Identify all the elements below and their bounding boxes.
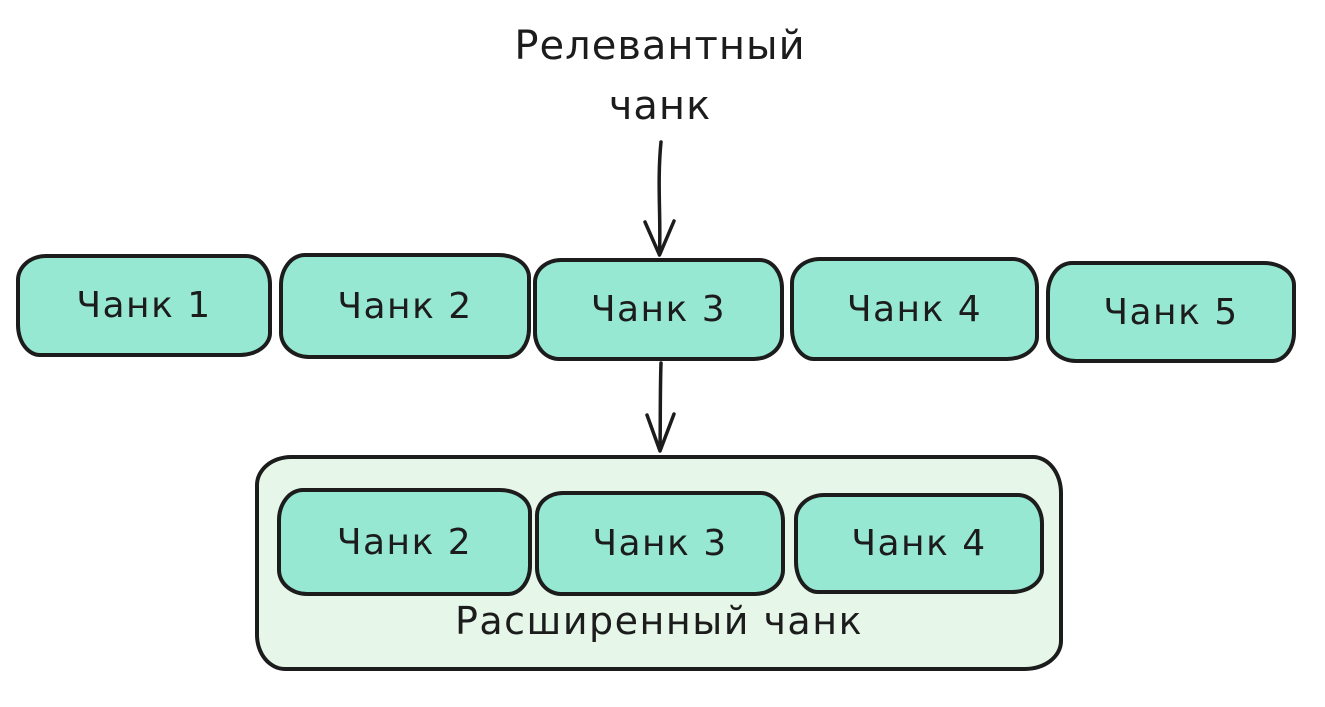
expanded-chunk-box-4: Чанк 4: [794, 493, 1044, 594]
relevant-chunk-label: Релевантный чанк: [460, 16, 860, 136]
relevant-chunk-label-line1: Релевантный: [514, 23, 806, 69]
expanded-chunk-box-2-label: Чанк 2: [336, 521, 473, 563]
chunk-box-5-label: Чанк 5: [1103, 291, 1239, 333]
chunk-box-1-label: Чанк 1: [76, 285, 212, 326]
arrow-shaft: [657, 140, 663, 254]
arrow-chunk3-to-expanded-icon: [645, 361, 676, 453]
expanded-chunk-box-3-label: Чанк 3: [592, 523, 728, 564]
expanded-chunk-box-3: Чанк 3: [535, 491, 785, 596]
chunk-box-2: Чанк 2: [279, 253, 531, 359]
relevant-chunk-label-line2: чанк: [608, 83, 712, 129]
expanded-chunk-box-2: Чанк 2: [277, 488, 532, 596]
arrow-shaft: [658, 361, 663, 451]
expanded-chunk-label: Расширенный чанк: [454, 599, 864, 643]
chunk-box-3: Чанк 3: [533, 258, 784, 361]
chunk-box-5: Чанк 5: [1046, 261, 1296, 363]
expanded-chunk-box-4-label: Чанк 4: [851, 523, 987, 564]
arrow-head: [645, 412, 676, 453]
expanded-chunk-group: Чанк 2 Чанк 3 Чанк 4 Расширенный чанк: [255, 455, 1063, 671]
chunk-box-4-label: Чанк 4: [846, 288, 983, 330]
chunk-box-3-label: Чанк 3: [590, 289, 727, 330]
chunk-box-1: Чанк 1: [16, 254, 272, 357]
arrow-head: [643, 219, 676, 257]
chunk-box-2-label: Чанк 2: [337, 285, 473, 327]
arrow-label-to-chunk3-icon: [643, 140, 676, 257]
chunk-box-4: Чанк 4: [790, 257, 1039, 361]
